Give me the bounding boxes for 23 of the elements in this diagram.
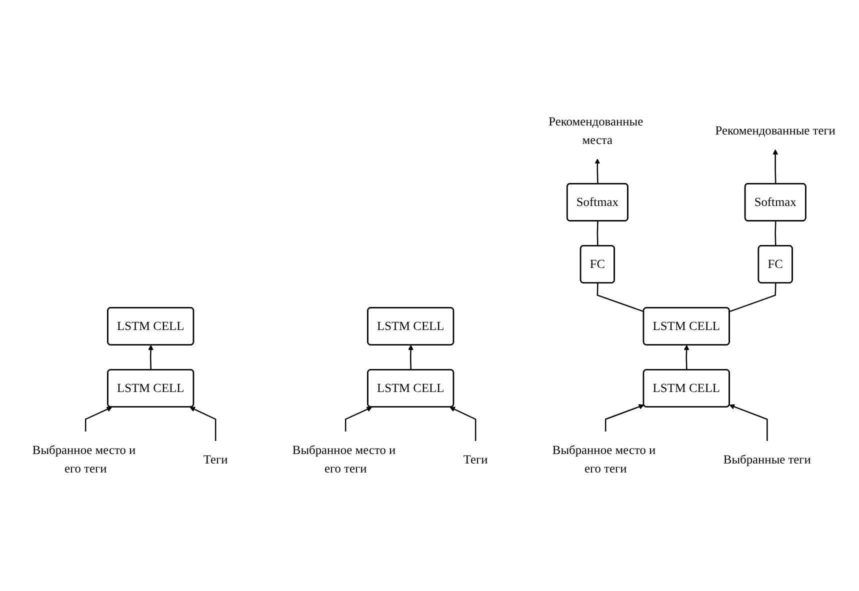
arrow [190,407,216,442]
node-text: Рекомендованные теги [715,124,836,138]
arrow [148,345,154,370]
arrow [408,345,414,370]
arrow [84,407,112,432]
connector [729,283,776,312]
connector [596,283,644,312]
node-text: Выбранное место и его теги [32,444,136,476]
connector [774,221,776,246]
arrow [729,404,768,442]
arrow [450,407,476,442]
arrow [594,158,600,184]
arrow [772,150,778,184]
node-text: Выбранные теги [723,453,811,467]
node-text: Теги [203,453,228,467]
connector [596,221,598,246]
node-text: Рекомендованные места [548,115,644,148]
arrow [604,404,644,432]
node-text: Выбранное место и его теги [552,444,656,476]
arrow [684,345,690,370]
node-text: Выбранное место и его теги [292,444,396,476]
node-text: Теги [463,453,488,467]
arrow [344,407,372,432]
